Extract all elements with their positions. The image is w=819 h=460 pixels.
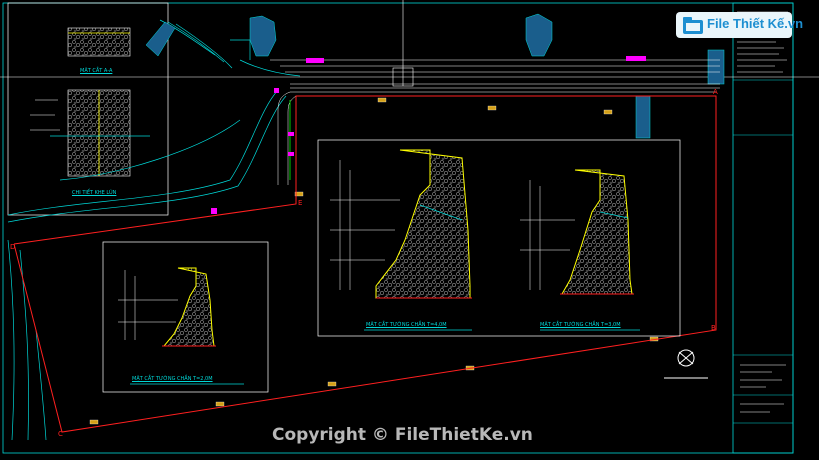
section-box-left: [102, 241, 269, 393]
copyright-watermark: Copyright © FileThietKe.vn: [272, 425, 533, 445]
north-arrow-icon: [664, 349, 708, 379]
caption-section-wall-left: MẶT CẮT TƯỜNG CHẮN T=2,0M: [132, 376, 213, 382]
caption-section-wall-mid: MẶT CẮT TƯỜNG CHẮN T=4,0M: [366, 322, 447, 328]
point-label-c: C: [58, 430, 63, 438]
caption-section-wall-right: MẶT CẮT TƯỜNG CHẮN T=3,0M: [540, 322, 621, 328]
magenta-markers: [211, 56, 646, 214]
point-label-b: B: [711, 324, 716, 332]
canal-lines: [270, 59, 720, 185]
water-areas: [145, 13, 725, 139]
point-label-a: A: [713, 88, 718, 96]
point-label-d: D: [10, 243, 16, 251]
caption-detail-joint: CHI TIẾT KHE LÚN: [72, 190, 117, 196]
logo-text: File Thiết Kế.vn: [707, 16, 804, 31]
detail-box-top-left: [7, 2, 169, 216]
river-banks: [7, 19, 301, 441]
caption-section-aa: MẶT CẮT A-A: [80, 68, 113, 74]
folder-logo-icon: [683, 17, 703, 34]
cad-crosshair: [0, 0, 819, 87]
title-block: [737, 11, 788, 413]
caption-underlines: [130, 329, 640, 385]
section-box-mid: [317, 139, 681, 337]
canal-bank: [289, 95, 715, 180]
drawing-frame: [2, 2, 794, 454]
site-boundary: [13, 95, 717, 433]
point-label-e: E: [298, 199, 303, 207]
